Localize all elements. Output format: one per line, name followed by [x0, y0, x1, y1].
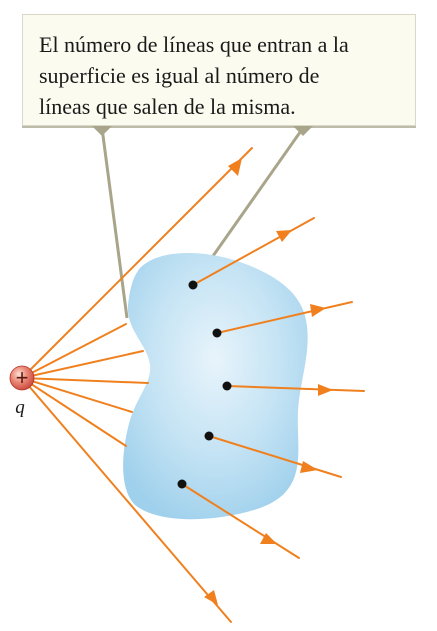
- arrowhead-icon: [260, 533, 277, 544]
- explanation-callout: El número de líneas que entran a la supe…: [22, 14, 416, 126]
- arrowheads: [204, 158, 333, 605]
- dot-marker: [222, 381, 232, 391]
- point-charge: [9, 365, 35, 391]
- charge-sign: +: [16, 365, 29, 390]
- pointer-line-left: [100, 127, 129, 319]
- field-line-3: [21, 350, 144, 379]
- closed-surface: [123, 252, 308, 520]
- arrowhead-icon: [318, 384, 333, 396]
- field-line-2: [21, 323, 127, 379]
- field-line-6: [21, 377, 127, 447]
- surface-points: [177, 280, 232, 489]
- dot-marker: [204, 431, 214, 441]
- field-line-out-5: [181, 483, 300, 559]
- dot-marker: [177, 479, 187, 489]
- field-line-out-4: [208, 435, 342, 478]
- field-lines: [21, 147, 365, 623]
- callout-text: El número de líneas que entran a la supe…: [39, 29, 409, 122]
- arrowhead-icon: [276, 230, 292, 242]
- callout-line-3: líneas que salen de la misma.: [39, 94, 296, 119]
- callout-line-2: superficie es igual al número de: [39, 63, 320, 88]
- arrowhead-icon: [204, 590, 218, 605]
- arrowhead-icon: [300, 461, 318, 473]
- field-line-out-2: [216, 301, 353, 334]
- arrowhead-icon: [310, 304, 326, 317]
- callout-line-1: El número de líneas que entran a la: [39, 32, 349, 57]
- field-line-out-3: [226, 385, 365, 392]
- field-line-1: [21, 147, 253, 379]
- field-line-4: [21, 377, 149, 384]
- field-line-out-1: [192, 217, 315, 286]
- arrowhead-icon: [228, 158, 242, 176]
- dot-marker: [212, 328, 222, 338]
- field-line-5: [21, 377, 133, 413]
- dot-marker: [188, 280, 198, 290]
- field-line-7: [21, 377, 232, 623]
- charge-label: q: [15, 397, 25, 418]
